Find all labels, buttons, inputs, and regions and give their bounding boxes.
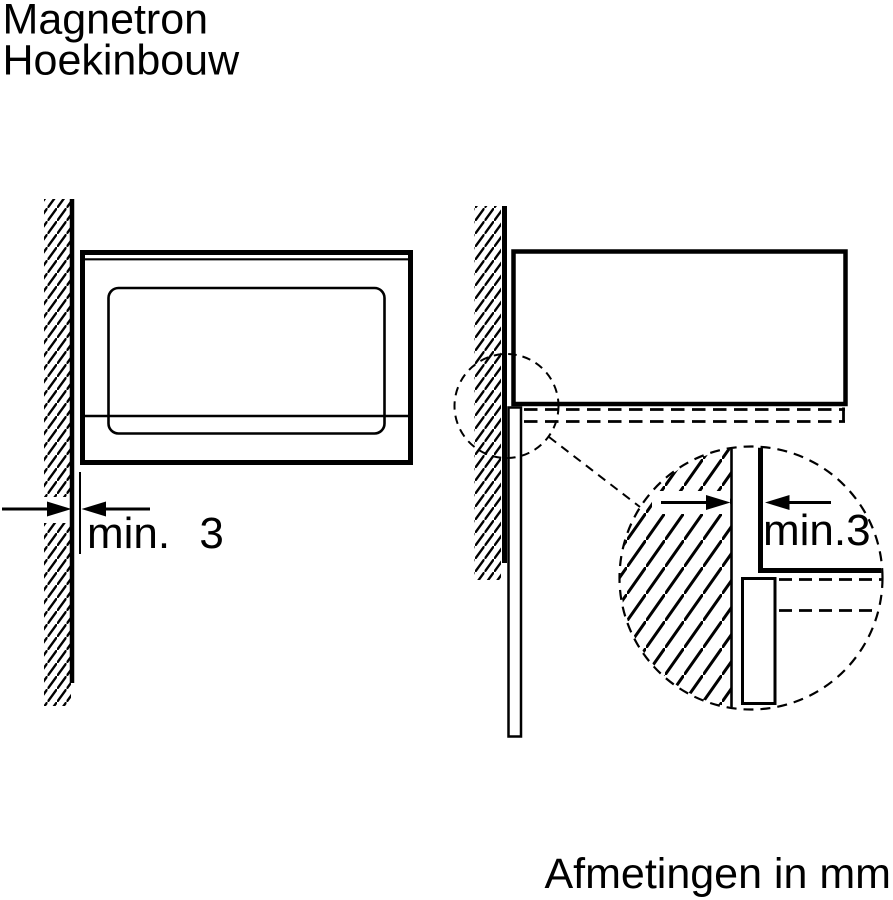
detail-door-panel — [741, 577, 777, 705]
microwave-outline — [80, 250, 413, 465]
detail-wall-hatch — [620, 447, 733, 709]
door-panel — [507, 406, 523, 738]
detail-clearance-label: min.3 — [763, 506, 871, 555]
front-view: min. 3 — [2, 199, 413, 706]
wall-hatch — [44, 199, 71, 706]
units-note: Afmetingen in mm — [544, 850, 891, 898]
detail-arrow-right — [765, 495, 831, 510]
detail-view: min.3 — [618, 445, 884, 711]
page-title-line2: Hoekinbouw — [3, 37, 241, 85]
dimension-arrow-right — [81, 501, 150, 517]
front-view-clearance-label: min. 3 — [87, 509, 224, 558]
cabinet-outline — [511, 249, 848, 407]
page-title-line1: Magnetron — [3, 0, 209, 44]
detail-source-circle — [453, 353, 560, 459]
side-view — [453, 206, 848, 738]
detail-leader-line — [548, 436, 641, 508]
microwave-door-window — [107, 286, 386, 435]
detail-arrow-left — [661, 495, 731, 510]
side-wall-hatch — [474, 206, 501, 580]
dimension-arrow-left — [2, 501, 72, 517]
